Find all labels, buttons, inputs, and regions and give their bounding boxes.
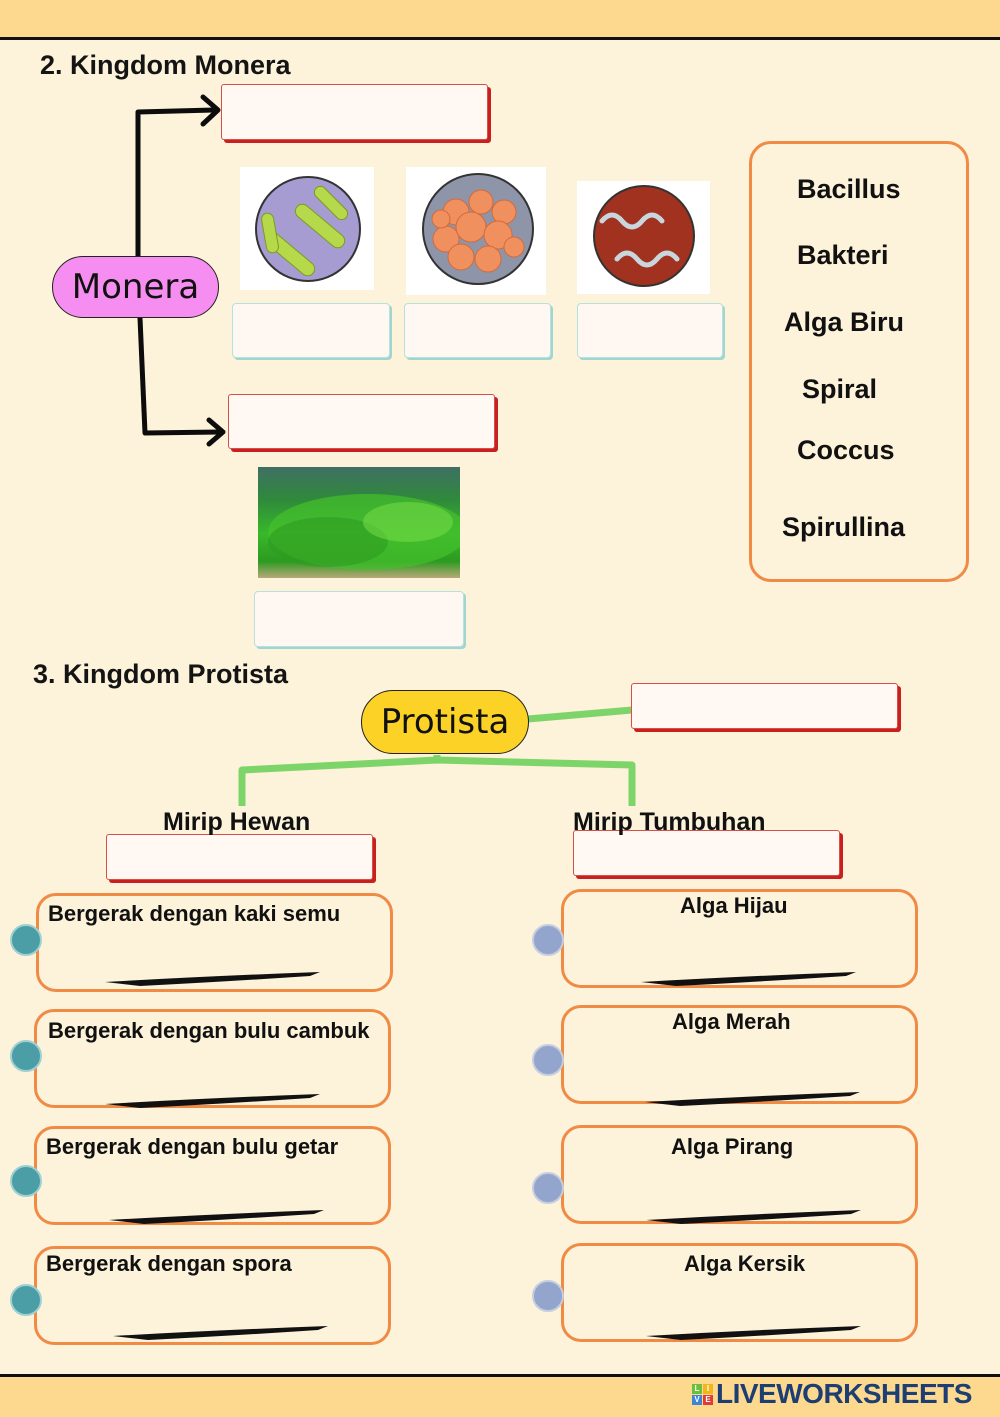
match-dot[interactable]	[10, 924, 42, 956]
logo-text: LIVEWORKSHEETS	[716, 1378, 972, 1409]
spiral-image	[577, 181, 710, 294]
word-bank-item[interactable]: Spiral	[802, 374, 878, 404]
monera-answer-image-1[interactable]	[232, 303, 390, 358]
match-dot[interactable]	[532, 924, 564, 956]
left-card	[34, 1009, 391, 1108]
match-dot[interactable]	[10, 1165, 42, 1197]
monera-answer-top[interactable]	[221, 84, 488, 140]
logo-letter: L	[692, 1383, 702, 1394]
monera-answer-image-2[interactable]	[404, 303, 551, 358]
right-card-text: Alga Kersik	[684, 1251, 806, 1276]
connector-branch	[238, 756, 636, 806]
protista-section-title: 3. Kingdom Protista	[33, 659, 289, 689]
left-card-text: Bergerak dengan kaki semu	[48, 901, 341, 926]
right-card-text: Alga Pirang	[671, 1134, 794, 1159]
protista-answer-top-right[interactable]	[631, 683, 898, 729]
answer-stroke-icon	[109, 1210, 324, 1224]
monera-answer-image-4[interactable]	[254, 591, 464, 647]
protista-answer-right[interactable]	[573, 830, 840, 876]
branch-left-label: Mirip Hewan	[163, 808, 311, 836]
monera-answer-image-3[interactable]	[577, 303, 723, 358]
word-bank-item[interactable]: Bakteri	[797, 240, 889, 270]
arrowhead-bottom	[206, 417, 226, 447]
monera-node-label: Monera	[71, 267, 200, 307]
connector-arrow-top	[135, 107, 217, 261]
word-bank	[749, 141, 969, 582]
right-card	[561, 1243, 918, 1342]
logo-letter: I	[703, 1383, 713, 1394]
right-card-text: Alga Merah	[672, 1009, 791, 1034]
match-dot[interactable]	[532, 1172, 564, 1204]
footer-band	[0, 1374, 1000, 1417]
right-card	[561, 1125, 918, 1224]
blue-algae-image	[258, 467, 460, 578]
monera-node: Monera	[52, 256, 219, 318]
match-dot[interactable]	[10, 1040, 42, 1072]
answer-stroke-icon	[641, 972, 856, 986]
left-card-text: Bergerak dengan bulu getar	[46, 1134, 339, 1159]
header-band	[0, 0, 1000, 40]
connector-arrow-bottom	[137, 315, 223, 436]
match-dot[interactable]	[532, 1280, 564, 1312]
right-card	[561, 1005, 918, 1104]
logo-letter: E	[703, 1394, 713, 1405]
match-dot[interactable]	[10, 1284, 42, 1316]
arrowhead-top	[200, 94, 221, 127]
protista-answer-left[interactable]	[106, 834, 373, 880]
answer-stroke-icon	[645, 1092, 860, 1106]
branch-right-label: Mirip Tumbuhan	[573, 808, 766, 836]
word-bank-item[interactable]: Coccus	[797, 435, 895, 465]
logo-live-icon: L I V E	[692, 1383, 713, 1405]
right-card	[561, 889, 918, 988]
logo-letter: V	[692, 1394, 702, 1405]
answer-stroke-icon	[105, 972, 320, 986]
protista-connectors	[238, 706, 636, 806]
left-card	[34, 1246, 391, 1345]
left-card-text: Bergerak dengan spora	[46, 1251, 292, 1276]
answer-stroke-icon	[646, 1326, 861, 1340]
answer-stroke-icon	[646, 1210, 861, 1224]
bacillus-image	[240, 167, 374, 290]
left-card-text: Bergerak dengan bulu cambuk	[48, 1018, 370, 1043]
left-card	[36, 893, 393, 992]
left-card	[34, 1126, 391, 1225]
monera-answer-bottom[interactable]	[228, 394, 495, 449]
monera-section-title: 2. Kingdom Monera	[40, 50, 291, 80]
protista-node: Protista	[361, 690, 529, 754]
answer-stroke-icon	[113, 1326, 328, 1340]
coccus-image	[406, 167, 546, 295]
right-card-text: Alga Hijau	[680, 893, 788, 918]
answer-stroke-icon	[105, 1094, 320, 1108]
protista-node-label: Protista	[380, 702, 510, 742]
monera-connectors	[135, 94, 226, 447]
word-bank-item[interactable]: Bacillus	[797, 174, 901, 204]
connector-top-right	[527, 706, 633, 723]
liveworksheets-logo[interactable]: L I V E LIVEWORKSHEETS	[692, 1378, 972, 1410]
word-bank-item[interactable]: Alga Biru	[784, 307, 905, 337]
match-dot[interactable]	[532, 1044, 564, 1076]
word-bank-item[interactable]: Spirullina	[782, 512, 906, 542]
